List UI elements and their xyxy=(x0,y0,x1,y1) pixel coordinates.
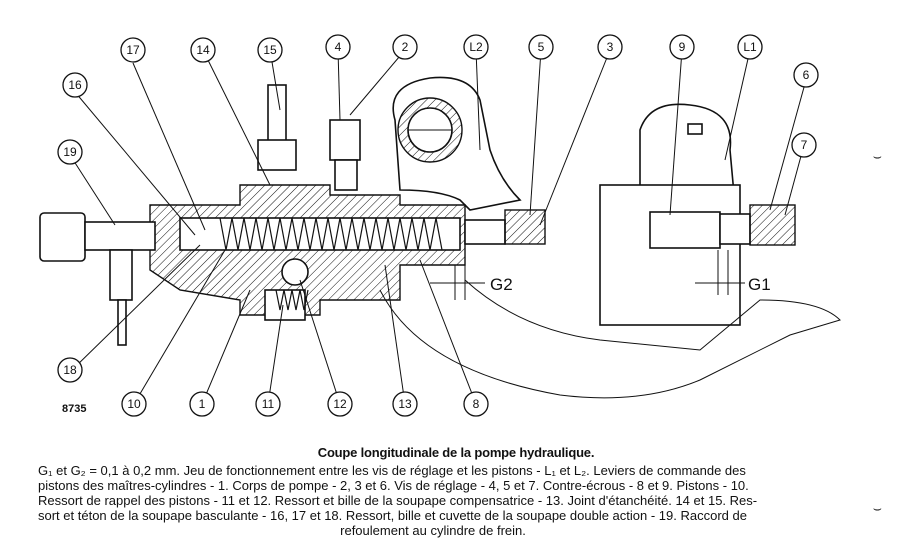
edge-mark: ⌣ xyxy=(872,148,882,164)
gap-g1-label: G1 xyxy=(748,275,771,294)
callout-9: 9 xyxy=(669,34,695,60)
svg-text:13: 13 xyxy=(398,397,412,411)
callout-14: 14 xyxy=(190,37,216,63)
svg-text:18: 18 xyxy=(63,363,77,377)
callout-18: 18 xyxy=(57,357,83,383)
callout-6: 6 xyxy=(793,62,819,88)
callout-1: 1 xyxy=(189,391,215,417)
svg-text:5: 5 xyxy=(538,40,545,54)
callout-12: 12 xyxy=(327,391,353,417)
svg-text:3: 3 xyxy=(607,40,614,54)
top-fittings xyxy=(257,84,361,191)
caption-line: Ressort de rappel des pistons - 11 et 12… xyxy=(38,493,758,508)
svg-text:10: 10 xyxy=(127,397,141,411)
svg-text:7: 7 xyxy=(801,138,808,152)
callout-l2: L2 xyxy=(463,34,489,60)
svg-text:1: 1 xyxy=(199,397,206,411)
callout-10: 10 xyxy=(121,391,147,417)
caption-line: refoulement au cylindre de frein. xyxy=(340,523,526,538)
caption-line: G₁ et G₂ = 0,1 à 0,2 mm. Jeu de fonction… xyxy=(38,463,746,478)
caption-body: G₁ et G₂ = 0,1 à 0,2 mm. Jeu de fonction… xyxy=(38,463,828,538)
svg-text:L2: L2 xyxy=(469,40,483,54)
adjusting-screw-3 xyxy=(464,209,546,245)
svg-text:9: 9 xyxy=(679,40,686,54)
callout-11: 11 xyxy=(255,391,281,417)
svg-text:11: 11 xyxy=(262,397,275,411)
figure-number: 8735 xyxy=(62,403,86,415)
svg-text:2: 2 xyxy=(402,40,409,54)
svg-text:14: 14 xyxy=(196,43,210,57)
callout-4: 4 xyxy=(325,34,351,60)
caption-line: sort et téton de la soupape basculante -… xyxy=(38,508,747,523)
callout-16: 16 xyxy=(62,72,88,98)
pump-body xyxy=(149,184,466,321)
callout-13: 13 xyxy=(392,391,418,417)
callout-2: 2 xyxy=(392,34,418,60)
lever-l2 xyxy=(392,76,522,211)
svg-text:15: 15 xyxy=(263,43,277,57)
caption-title: Coupe longitudinale de la pompe hydrauli… xyxy=(317,445,595,460)
lower-lever-outline xyxy=(379,279,841,399)
callout-19: 19 xyxy=(57,139,83,165)
svg-text:12: 12 xyxy=(333,397,347,411)
callout-3: 3 xyxy=(597,34,623,60)
callout-8: 8 xyxy=(463,391,489,417)
svg-text:6: 6 xyxy=(803,68,810,82)
gap-g2-marker: G2 xyxy=(430,265,513,300)
caption-line: pistons des maîtres-cylindres - 1. Corps… xyxy=(38,478,749,493)
outlet-fitting-19 xyxy=(39,212,156,346)
callout-5: 5 xyxy=(528,34,554,60)
pump-cross-section-drawing: G2 G1 17 14 15 4 2 L2 5 3 9 L1 xyxy=(39,34,841,417)
svg-text:4: 4 xyxy=(335,40,342,54)
svg-text:19: 19 xyxy=(63,145,77,159)
callout-l1: L1 xyxy=(737,34,763,60)
callout-17: 17 xyxy=(120,37,146,63)
callout-7: 7 xyxy=(791,132,817,158)
svg-text:L1: L1 xyxy=(743,40,757,54)
lever-l1-assembly xyxy=(599,103,796,326)
svg-text:16: 16 xyxy=(68,78,82,92)
svg-text:8: 8 xyxy=(473,397,480,411)
callout-15: 15 xyxy=(257,37,283,63)
svg-text:17: 17 xyxy=(126,43,140,57)
gap-g2-label: G2 xyxy=(490,275,513,294)
edge-mark: ⌣ xyxy=(872,500,882,516)
gap-g1-marker: G1 xyxy=(695,250,771,295)
